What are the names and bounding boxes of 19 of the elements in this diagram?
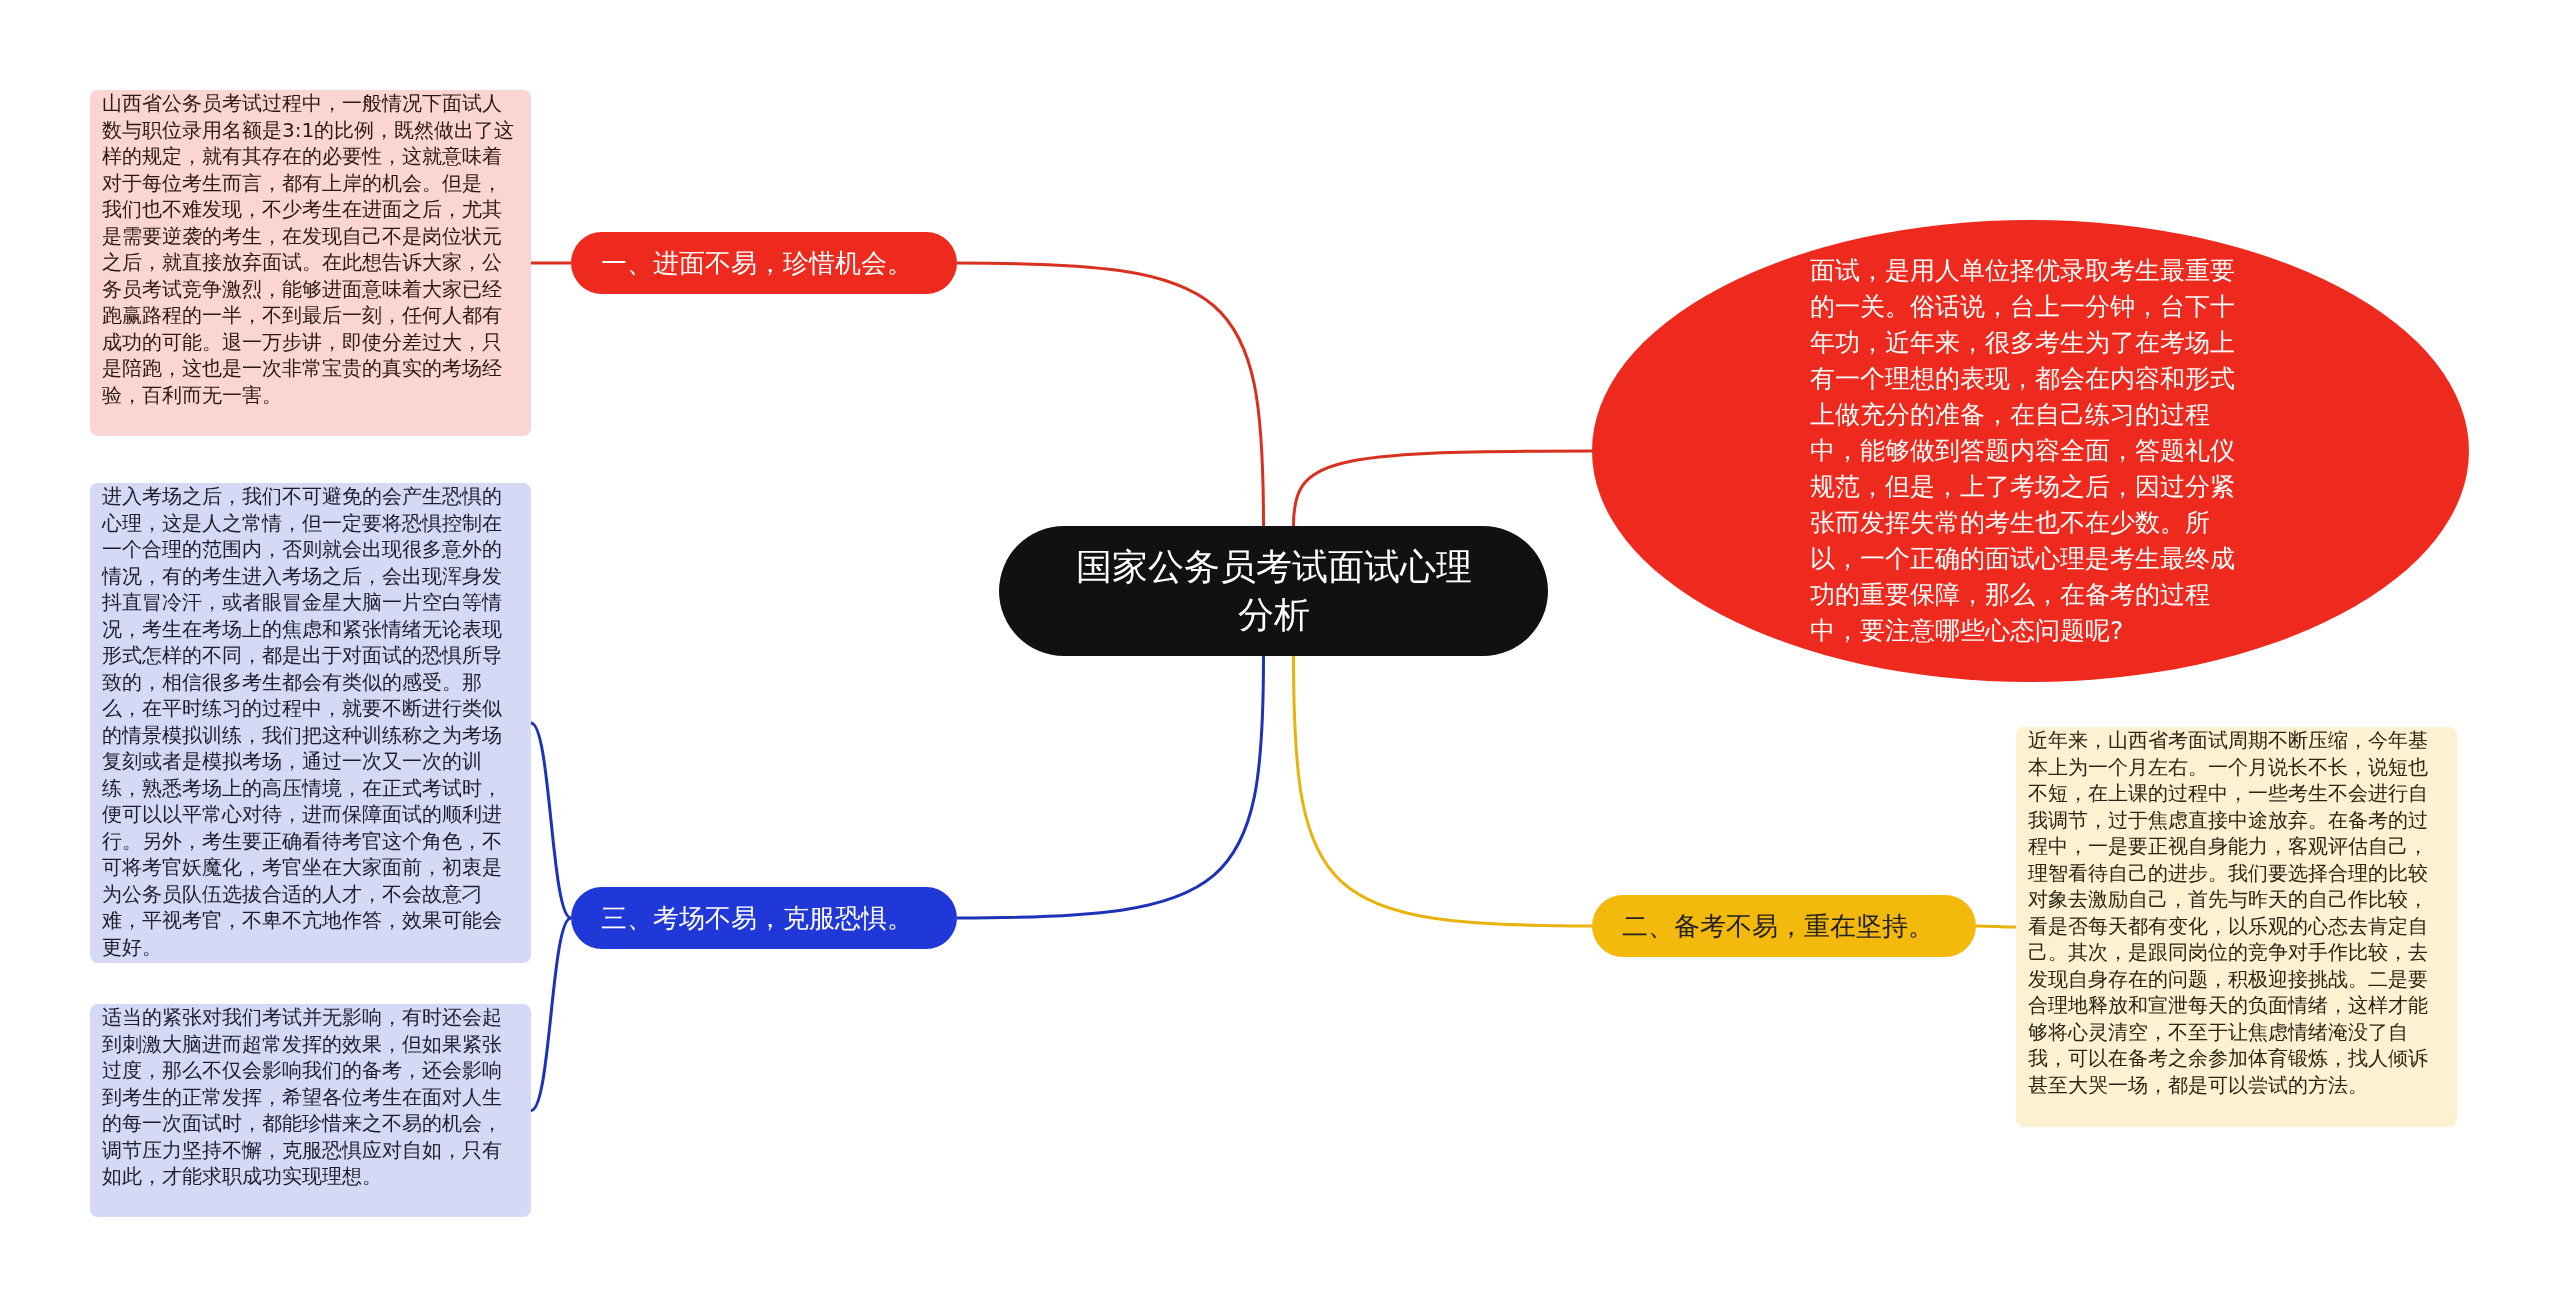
connector-line — [957, 261, 1265, 527]
intro-text: 面试，是用人单位择优录取考生最重要的一关。俗话说，台上一分钟，台下十年功，近年来，很多考生为了在考场上有一个理想的表现，都会在内容和形式上做充分的准备，在自己练习的过程中，能够做到答题内容全面，答题礼仪规范，但是，上了考场之后，因过分紧张而发挥失常的考生也不在少数。所以，一个正确的面试心理是考生最终成功的重要保障，那么，在备考的过程中，要注意哪些心态问题呢? — [1810, 255, 2236, 647]
connector-line — [1292, 655, 1592, 928]
connector-line — [531, 261, 571, 265]
note-text: 适当的紧张对我们考试并无影响，有时还会起到刺激大脑进而超常发挥的效果，但如果紧张过度，那么不仅会影响我们的备考，还会影响到考生的正常发挥，希望各位考生在面对人生的每一次面试时，都能珍惜来之不易的机会，调节压力坚持不懈，克服恐惧应对自如，只有如此，才能求职成功实现理想。 — [102, 1004, 503, 1190]
connector-line — [1292, 449, 1592, 527]
note-text: 进入考场之后，我们不可避免的会产生恐惧的心理，这是人之常情，但一定要将恐惧控制在一个合理的范围内，否则就会出现很多意外的情况，有的考生进入考场之后，会出现浑身发抖直冒冷汗，或者眼冒金星大脑一片空白等情况，考生在考场上的焦虑和紧张情绪无论表现形式怎样的不同，都是出于对面试的恐惧所导致的，相信很多考生都会有类似的感受。那么，在平时练习的过程中，就要不断进行类似的情景模拟训练，我们把这种训练称之为考场复刻或者是模拟考场，通过一次又一次的训练，熟悉考场上的高压情境，在正式考试时，便可以以平常心对待，进而保障面试的顺利进行。另外，考生要正确看待考官这个角色，不可将考官妖魔化，考官坐在大家面前，初衷是为公务员队伍选拔合适的人才，不会故意刁难，平视考官，不卑不亢地作答，效果可能会更好。 — [102, 483, 503, 960]
note-text: 山西省公务员考试过程中，一般情况下面试人数与职位录用名额是3:1的比例，既然做出了这样的规定，就有其存在的必要性，这就意味着对于每位考生而言，都有上岸的机会。但是，我们也不难发现，不少考生在进面之后，尤其是需要逆袭的考生，在发现自己不是岗位状元之后，就直接放弃面试。在此想告诉大家，公务员考试竞争激烈，能够进面意味着大家已经跑赢路程的一半，不到最后一刻，任何人都有成功的可能。退一万步讲，即使分差过大，只是陪跑，这也是一次非常宝贵的真实的考场经验，百利而无一害。 — [102, 90, 516, 408]
note-card — [90, 1004, 531, 1217]
connector-line — [530, 916, 572, 1112]
topic-text: 三、考场不易，克服恐惧。 — [601, 901, 914, 935]
topic-text: 国家公务员考试面试心理分析 — [1074, 545, 1473, 637]
connector-line — [957, 655, 1265, 920]
topic-text: 二、备考不易，重在坚持。 — [1622, 909, 1935, 943]
note-text: 近年来，山西省考面试周期不断压缩，今年基本上为一个月左右。一个月说长不长，说短也不短，在上课的过程中，一些考生不会进行自我调节，过于焦虑直接中途放弃。在备考的过程中，一是要正视自身能力，客观评估自己，理智看待自己的进步。我们要选择合理的比较对象去激励自己，首先与昨天的自己作比较，看是否每天都有变化，以乐观的心态去肯定自己。其次，是跟同岗位的竞争对手作比较，去发现自身存在的问题，积极迎接挑战。二是要合理地释放和宣泄每天的负面情绪，这样才能够将心灵清空，不至于让焦虑情绪淹没了自我，可以在备考之余参加体育锻炼，找人倾诉甚至大哭一场，都是可以尝试的方法。 — [2028, 727, 2429, 1098]
note-card — [2016, 727, 2457, 1127]
connector-line — [1976, 924, 2016, 929]
topic-text: 一、进面不易，珍惜机会。 — [601, 246, 914, 280]
connector-line — [530, 721, 572, 920]
